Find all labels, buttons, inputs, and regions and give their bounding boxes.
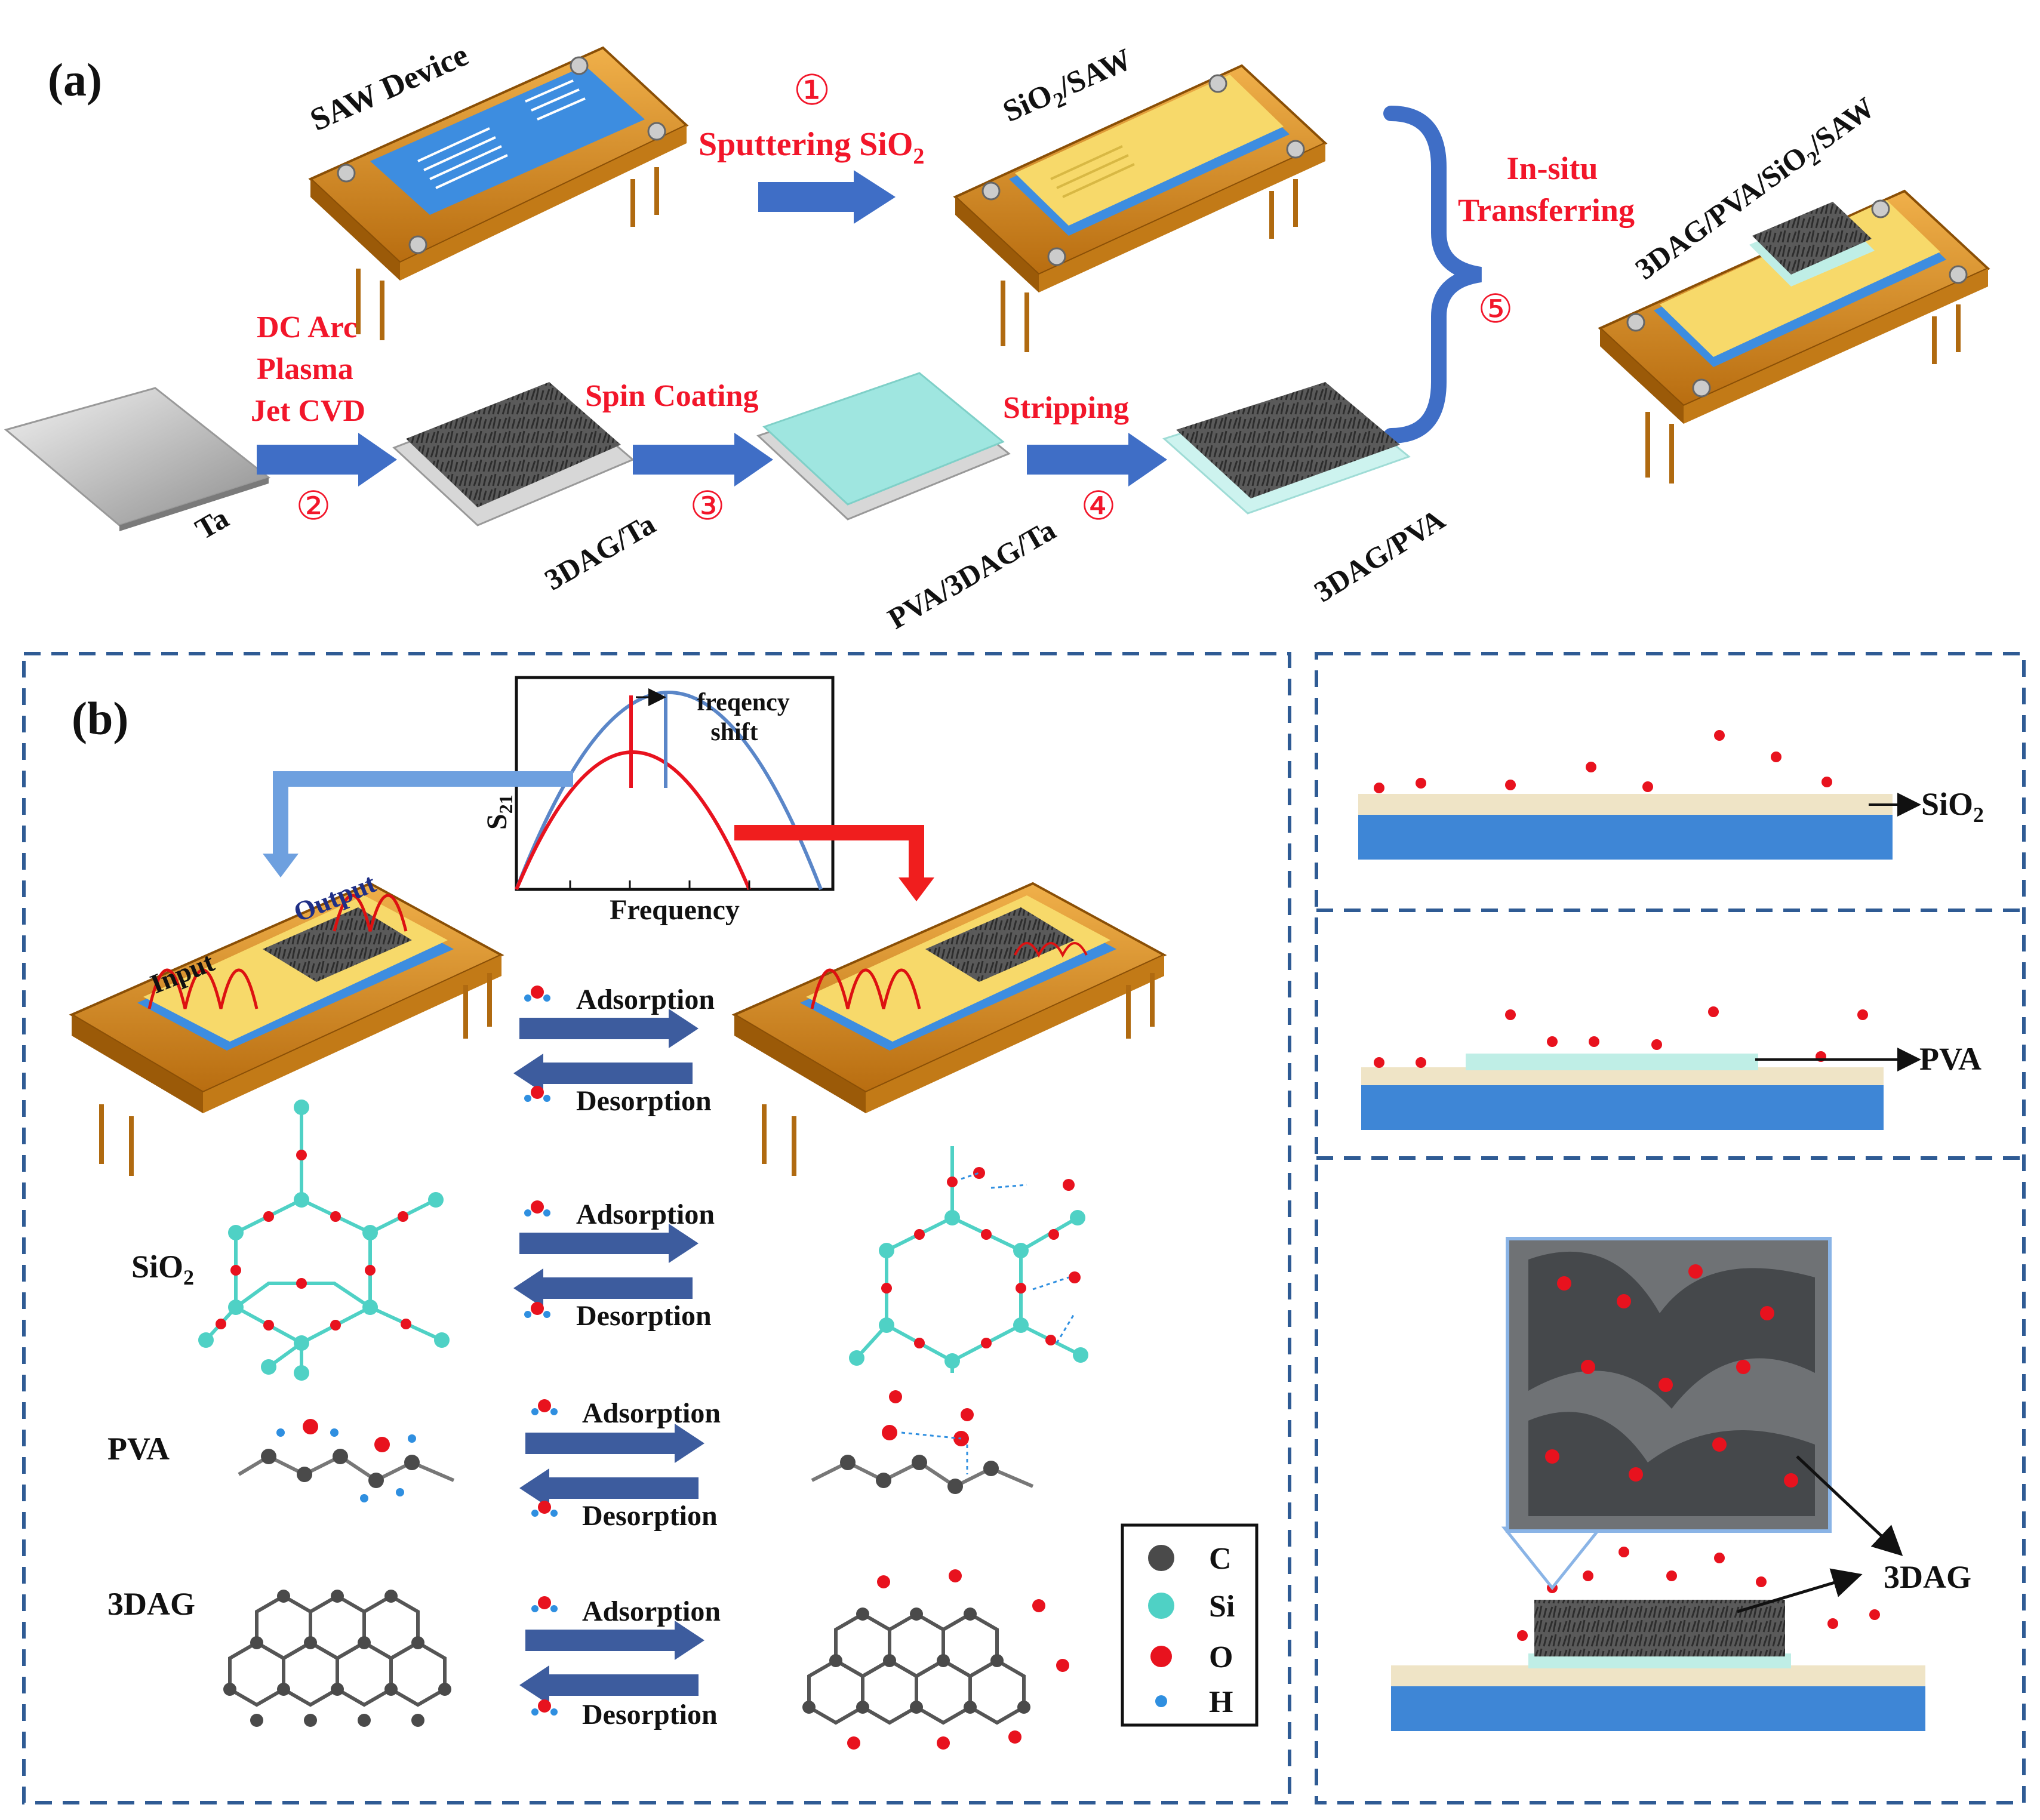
desorption-label-2: Desorption	[576, 1300, 712, 1332]
sio2-label: SiO2	[131, 1249, 194, 1289]
blue-connector-arrow	[273, 771, 573, 860]
pva-structure	[238, 1419, 455, 1502]
dag-pva-label: 3DAG/PVA	[1308, 502, 1451, 608]
dc-label-2: Plasma	[257, 352, 353, 386]
step4-number: ④	[1081, 485, 1116, 528]
step2-arrow	[257, 433, 397, 486]
chart-ylabel: S21	[481, 794, 516, 830]
merge-brace	[1383, 106, 1482, 444]
right-dag-label: 3DAG	[1884, 1559, 1971, 1595]
step3-arrow	[633, 433, 773, 486]
adsorption-label-2: Adsorption	[576, 1199, 715, 1230]
step1-label: Sputtering SiO2	[699, 126, 924, 169]
chart-xlabel: Frequency	[610, 894, 740, 926]
step3-number: ③	[690, 485, 725, 528]
step4-arrow	[1027, 433, 1167, 486]
pva-dag-ta-illustration	[756, 372, 1011, 521]
insitu-label-2: Transferring	[1458, 192, 1635, 228]
sio2-structure-adsorbed	[849, 1146, 1088, 1373]
sio2-layer-schematic	[1358, 730, 1921, 860]
desorption-label-4: Desorption	[582, 1699, 718, 1730]
legend-si: Si	[1209, 1590, 1235, 1624]
dc-label-3: Jet CVD	[251, 394, 365, 428]
pva-dag-ta-label: PVA/3DAG/Ta	[882, 513, 1061, 635]
s21-curve-before	[515, 691, 823, 891]
dc-label-1: DC Arc	[257, 310, 357, 344]
s21-chart	[515, 676, 835, 891]
dag-label: 3DAG	[107, 1586, 195, 1622]
insitu-label-1: In-situ	[1506, 150, 1598, 186]
legend-h: H	[1209, 1685, 1233, 1719]
dag-layer-schematic	[1391, 1237, 1925, 1731]
ta-label: Ta	[190, 501, 235, 546]
right-pva-label: PVA	[1919, 1041, 1981, 1077]
stripping-label: Stripping	[1003, 391, 1129, 425]
legend-o: O	[1209, 1640, 1233, 1674]
red-connector-arrow	[734, 825, 924, 883]
adsorption-label-3: Adsorption	[582, 1397, 721, 1429]
desorption-label-3: Desorption	[582, 1500, 718, 1532]
dag-ta-label: 3DAG/Ta	[539, 507, 661, 596]
right-panel-frame	[1315, 652, 2026, 1804]
spin-coating-label: Spin Coating	[585, 379, 758, 413]
ta-substrate	[4, 387, 271, 531]
step2-number: ②	[296, 485, 331, 528]
chart-note-1: freqency	[697, 689, 790, 716]
saw-device-illustration	[308, 46, 689, 340]
pva-layer-schematic	[1361, 1006, 1921, 1130]
step5-number: ⑤	[1478, 288, 1513, 331]
pva-label: PVA	[107, 1431, 170, 1467]
dag-pva-illustration	[1162, 382, 1411, 515]
panel-b-frame	[22, 652, 1291, 1804]
right-panel-dividers	[1316, 909, 2024, 1160]
atom-legend	[1121, 1523, 1259, 1727]
step1-number: ①	[793, 68, 831, 114]
chart-note-2: shift	[710, 719, 758, 746]
panel-b-label: (b)	[72, 692, 128, 744]
desorption-label-1: Desorption	[576, 1085, 712, 1117]
adsorption-label-4: Adsorption	[582, 1596, 721, 1627]
right-sio2-label: SiO2	[1921, 786, 1984, 827]
final-device-illustration	[1598, 189, 1990, 484]
pva-structure-adsorbed	[811, 1390, 1034, 1494]
sio2-saw-illustration	[953, 64, 1328, 352]
panel-a-label: (a)	[48, 54, 102, 106]
sensor-device-before	[69, 882, 504, 1176]
sio2-structure	[198, 1100, 450, 1381]
legend-c: C	[1209, 1542, 1232, 1576]
step1-arrow	[758, 170, 896, 224]
adsorption-arrows	[513, 1009, 704, 1705]
sio2-saw-label: SiO2/SAW	[998, 42, 1139, 134]
adsorption-label-1: Adsorption	[576, 984, 715, 1015]
sensor-device-after	[731, 882, 1167, 1176]
water-molecule-icons	[531, 986, 551, 1713]
